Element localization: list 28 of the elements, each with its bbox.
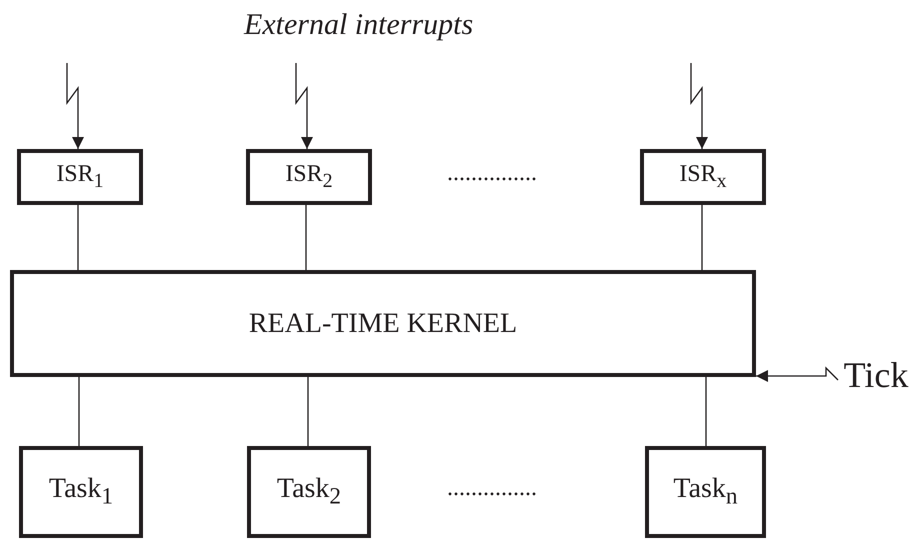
arrow (756, 366, 838, 382)
task-box (247, 446, 371, 538)
title: External interrupts (244, 8, 474, 42)
isr-box (17, 149, 143, 205)
interrupt-arrow (295, 63, 313, 149)
node-label: ISR$_{x}$ (679, 161, 727, 193)
interrupt-arrow (690, 63, 708, 149)
connector-line (307, 377, 309, 446)
task-box (645, 446, 766, 538)
isr-box (246, 149, 372, 205)
kernel-box (10, 270, 756, 377)
node-label: ISR$_{1}$ (56, 161, 104, 193)
connector-line (78, 377, 80, 446)
isr-box (640, 149, 766, 205)
node-label: Task$_{1}$ (48, 473, 114, 511)
ellipsis-dots: ............... (447, 160, 537, 187)
node-label: Task$_{2}$ (276, 473, 342, 511)
ellipsis-dots: ............... (447, 475, 537, 502)
tick-label: Tick (844, 354, 908, 396)
node-label: ISR$_{2}$ (285, 161, 333, 193)
connector-line (701, 205, 703, 270)
node-label: Task$_{n}$ (673, 473, 738, 511)
connector-line (305, 205, 307, 270)
connector-line (77, 205, 79, 270)
interrupt-arrow (66, 63, 84, 149)
task-box (19, 446, 143, 538)
connector-line (705, 377, 707, 446)
node-label: REAL-TIME KERNEL (248, 308, 518, 340)
